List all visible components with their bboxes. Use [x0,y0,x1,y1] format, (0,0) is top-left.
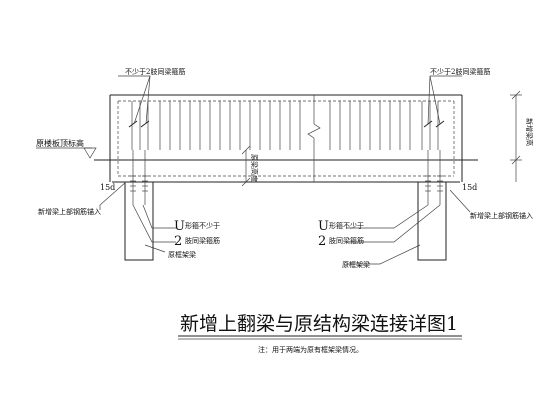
left-anchor-bars [130,150,148,205]
u-stirrup-text2-left: 肢同梁箍筋 [185,236,220,245]
top-bar-marks [128,120,445,128]
stirrup-label-right: 不少于2肢同梁箍筋 [430,67,490,76]
orig-frame-beam-left: 原框架梁 [168,250,196,259]
break-line [307,95,321,182]
u-stirrup-count-right: 2 [318,234,326,249]
leaders [99,75,471,265]
drawing-title: 新增上翻梁与原结构梁连接详图1 [180,313,458,335]
new-beam-height-label: 新增梁高 [525,118,534,146]
drawing-note: 注：用于两端为原有框架梁情况。 [258,345,363,354]
u-stirrup-text-right: 形箍不少于 [329,221,364,230]
u-stirrup-text2-right: 肢同梁箍筋 [329,236,364,245]
right-anchor-bars [425,150,443,205]
slab-elevation-marker [36,147,97,159]
stirrup-label-left: 不少于2肢同梁箍筋 [125,67,185,76]
stirrups [131,101,439,150]
u-stirrup-text-left: 形箍不少于 [185,221,220,230]
u-stirrup-letter-left: U [174,219,185,234]
anchor-label-left: 新增梁上部钢筋锚入 [38,207,101,216]
right-support [417,181,460,261]
slab-top-elevation-label: 原楼板顶标高 [36,138,84,148]
anchor-label-right: 新增梁上部钢筋锚入 [470,211,533,220]
u-stirrup-letter-right: U [318,219,329,234]
anchor-length-right: 15d [462,183,477,192]
anchor-length-left: 15d [100,183,115,192]
orig-frame-beam-right: 原框架梁 [342,260,370,269]
u-stirrup-count-left: 2 [174,234,182,249]
right-dimension [510,90,522,182]
middle-dimension [241,145,251,187]
original-beam-height-label: 原梁高度 [250,154,259,182]
new-beam-outline [94,94,478,183]
left-support [112,181,154,261]
